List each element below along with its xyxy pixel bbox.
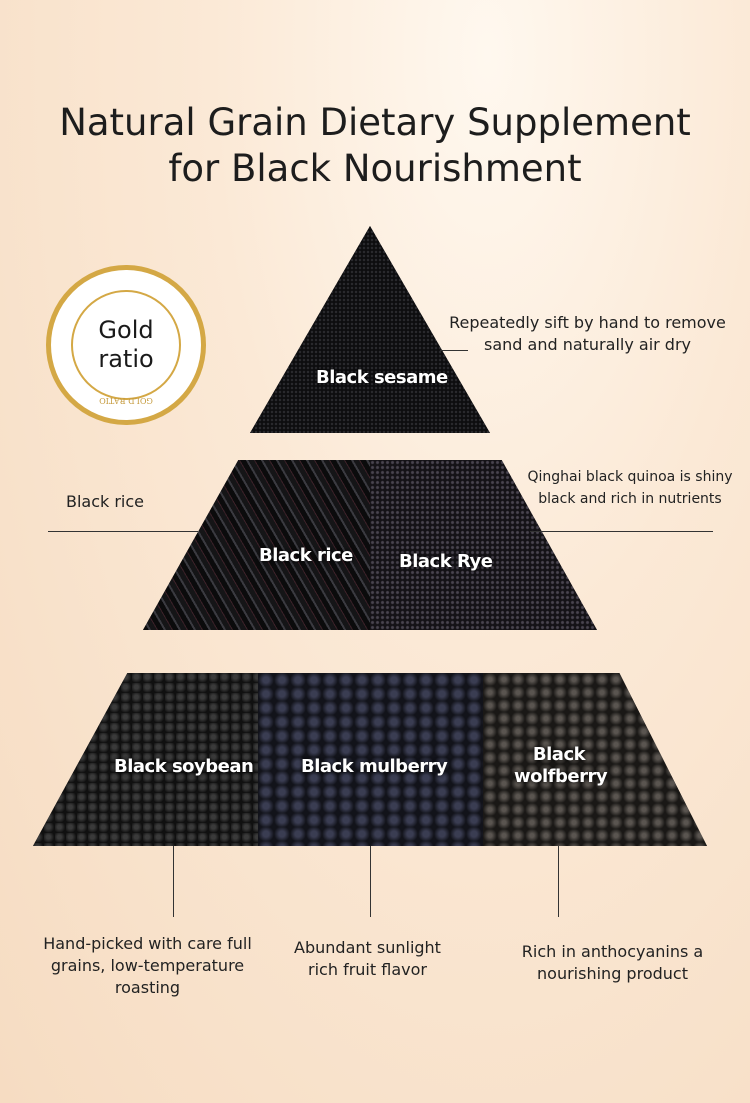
black-mulberry-image (258, 673, 483, 846)
mulberry-leader-line (370, 846, 371, 917)
sesame-leader-line (440, 350, 468, 351)
badge-line-1: Gold (98, 316, 154, 344)
sesame-note: Repeatedly sift by hand to remove sand a… (449, 313, 726, 354)
soybean-note: Hand-picked with care full grains, low-t… (43, 934, 252, 997)
black-mulberry-label: Black mulberry (301, 756, 448, 777)
rice-leader-line (48, 531, 198, 532)
quinoa-note: Qinghai black quinoa is shiny black and … (527, 469, 733, 507)
mulberry-note: Abundant sunlight rich fruit flavor (294, 938, 441, 979)
wolfberry-leader-line (558, 846, 559, 917)
black-sesame-label: Black sesame (316, 367, 448, 388)
wolfberry-note: Rich in anthocyanins a nourishing produc… (521, 942, 704, 983)
black-soybean-label: Black soybean (114, 756, 254, 777)
title-line-1: Natural Grain Dietary Supplement (59, 101, 691, 144)
black-rye-label: Black Rye (399, 551, 493, 572)
badge-line-2: ratio (98, 345, 154, 373)
rice-note: Black rice (65, 492, 145, 511)
soybean-leader-line (173, 846, 174, 917)
quinoa-leader-line (530, 531, 713, 532)
title-line-2: for Black Nourishment (168, 147, 582, 190)
black-wolfberry-label: Black wolfberry (514, 744, 608, 787)
black-rice-label: Black rice (259, 545, 353, 566)
badge-ring-text: GOLD RATIO (99, 396, 153, 405)
